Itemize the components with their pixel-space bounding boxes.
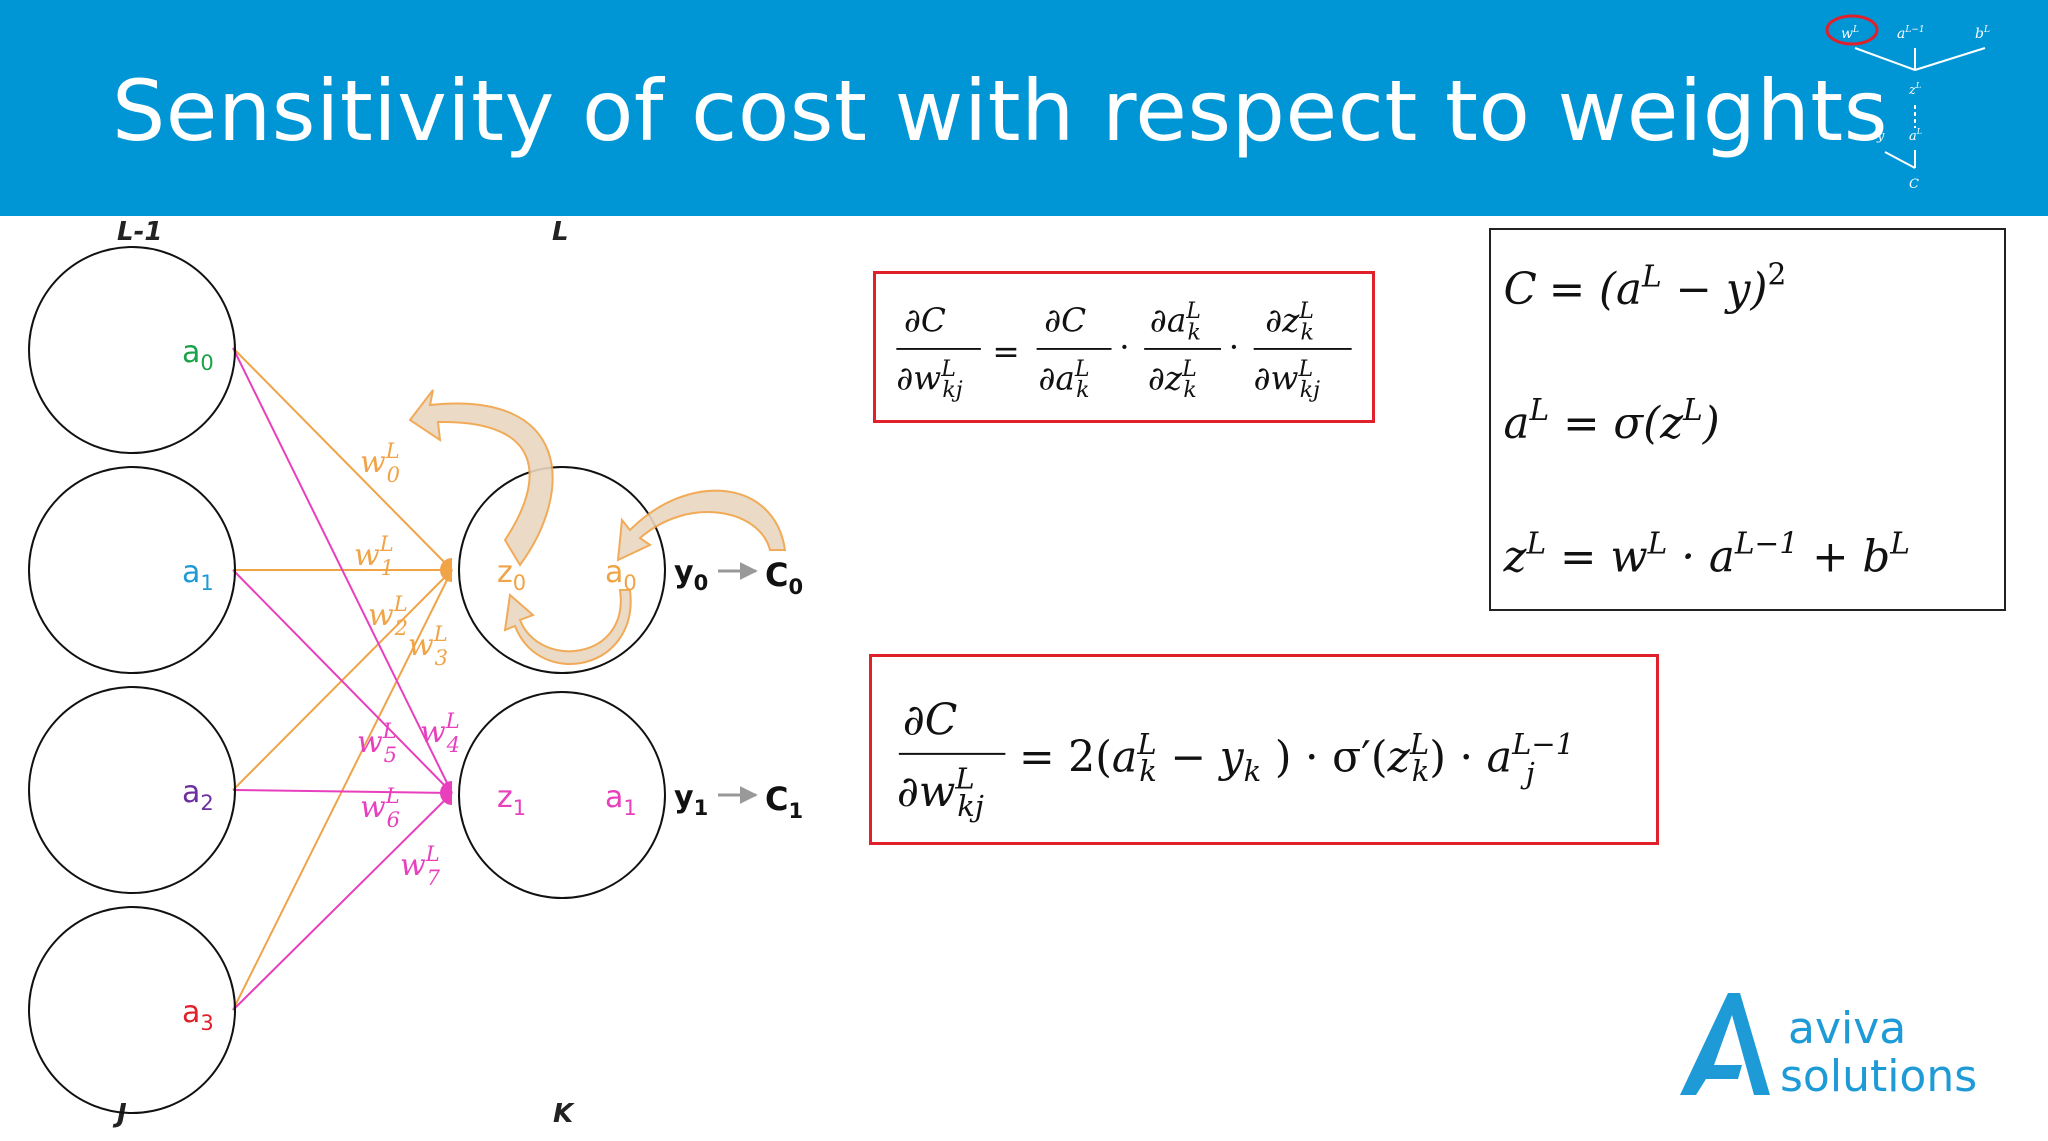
mini-z: zL — [1908, 81, 1921, 98]
z-equation: zL = wL · aL−1 + bL — [1503, 526, 1910, 583]
layer-prev-label: L-1 — [117, 217, 162, 247]
cost-equation: C= (aL − y)2 — [1504, 256, 1787, 315]
label-a1: a1 — [182, 555, 214, 595]
result-num: ∂C — [903, 695, 958, 745]
neuron-out-0 — [458, 466, 666, 674]
label-out-a1: a1 — [605, 780, 637, 820]
bottom-left-label: J — [112, 1099, 127, 1129]
chain-dot-2: · — [1229, 329, 1239, 367]
label-z0: z0 — [497, 555, 526, 595]
mini-a-prev: aL−1 — [1897, 25, 1925, 42]
curved-arrow-bottom — [503, 589, 632, 665]
mini-a: aL — [1909, 127, 1922, 144]
bottom-right-label: K — [553, 1099, 575, 1129]
mini-b: bL — [1975, 25, 1990, 42]
label-out-a0: a0 — [605, 555, 637, 595]
logo-line1: aviva — [1788, 1003, 1906, 1054]
orange-connections — [232, 347, 453, 1011]
label-y0: y0 — [674, 555, 708, 595]
mini-c: C — [1909, 177, 1919, 192]
definitions-box: C= (aL − y)2 aL = σ(zL) zL = wL · aL−1 +… — [1489, 228, 2006, 611]
neuron-a0 — [28, 246, 236, 454]
neuron-out-1 — [458, 691, 666, 899]
chain-t1-num: ∂C — [1044, 302, 1086, 340]
neuron-a2 — [28, 686, 236, 894]
junction-pink — [440, 781, 452, 805]
junction-orange — [440, 558, 452, 582]
logo-line2: solutions — [1780, 1051, 1977, 1102]
neural-network-diagram: L-1 L J K a0 a1 a2 a3 z0 a0 y0 C0 z1 a1 … — [28, 217, 803, 1129]
label-a3: a3 — [182, 995, 214, 1035]
mini-computation-tree: wL aL−1 bL zL y aL C — [1825, 14, 1990, 192]
neuron-a1 — [28, 466, 236, 674]
page-title: Sensitivity of cost with respect to weig… — [111, 62, 1889, 160]
label-z1: z1 — [497, 780, 526, 820]
label-a0: a0 — [182, 335, 214, 375]
mini-w: wL — [1841, 25, 1859, 42]
logo-mark-icon — [1680, 993, 1770, 1095]
chain-lhs-num: ∂C — [904, 302, 946, 340]
label-a2: a2 — [182, 775, 214, 815]
pink-connections — [232, 347, 453, 1011]
label-c1: C1 — [765, 780, 803, 823]
mini-y: y — [1876, 129, 1885, 144]
curved-arrow-top-right — [616, 489, 787, 562]
curved-arrow-backprop — [408, 389, 554, 567]
chain-equals: = — [992, 332, 1019, 370]
layer-label: L — [552, 217, 569, 247]
title-banner: Sensitivity of cost with respect to weig… — [0, 0, 2048, 216]
label-c0: C0 — [765, 556, 803, 599]
neuron-a3 — [28, 906, 236, 1114]
activation-equation: aL = σ(zL) — [1504, 392, 1720, 449]
chain-dot-1: · — [1119, 329, 1129, 367]
aviva-solutions-logo: aviva solutions — [1680, 993, 1977, 1102]
label-y1: y1 — [674, 780, 708, 820]
highlight-circle — [1825, 14, 1879, 46]
